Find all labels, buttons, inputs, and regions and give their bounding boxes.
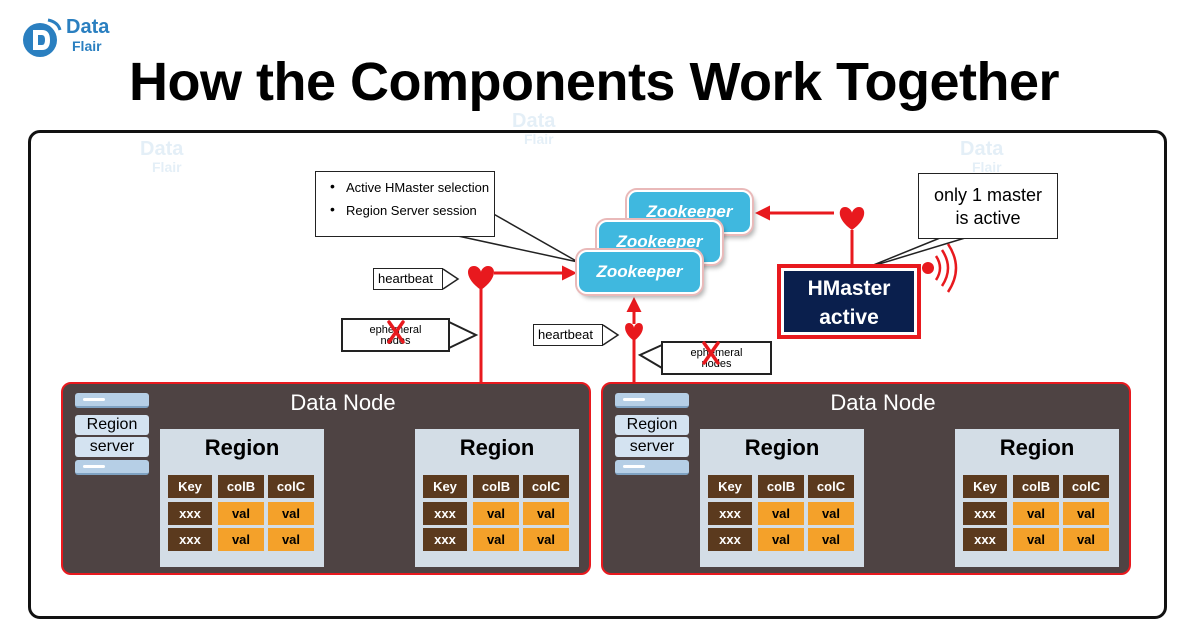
ephemeral-line: nodes	[701, 358, 732, 370]
table-cell: val	[1063, 502, 1109, 525]
table-header-cell: colB	[218, 475, 264, 498]
table-cell: val	[1013, 528, 1059, 551]
table-header-cell: Key	[963, 475, 1007, 498]
diagram-frame	[28, 130, 1167, 619]
ephemeral-line: nodes	[380, 335, 411, 347]
table-header-cell: colB	[473, 475, 519, 498]
table-cell: val	[808, 528, 854, 551]
eph1-pointer	[448, 321, 479, 349]
table-cell: xxx	[963, 502, 1007, 525]
table-cell: val	[268, 502, 314, 525]
table-header-cell: colC	[1063, 475, 1109, 498]
table-cell: xxx	[423, 528, 467, 551]
server-bar	[615, 393, 689, 408]
data-node: Data Node Region server Region Key colB …	[61, 382, 591, 575]
table-cell: val	[268, 528, 314, 551]
heart-icon	[839, 207, 865, 230]
server-bar	[75, 460, 149, 475]
table-header-cell: colC	[523, 475, 569, 498]
cross-icon	[702, 341, 720, 365]
table-cell: val	[473, 528, 519, 551]
table-cell: val	[808, 502, 854, 525]
table-cell: val	[523, 528, 569, 551]
heart-icon	[468, 266, 494, 290]
table-cell: xxx	[168, 528, 212, 551]
table-cell: xxx	[708, 528, 752, 551]
region-table: Region Key colB colC xxx val val xxx val…	[955, 429, 1119, 567]
region-title: Region	[459, 435, 535, 460]
logo-text-flair: Flair	[72, 38, 102, 54]
server-bar	[75, 393, 149, 408]
table-header-cell: Key	[423, 475, 467, 498]
region-server-label: Region	[75, 415, 149, 435]
callout-line: only 1 master	[933, 185, 1043, 205]
region-title: Region	[999, 435, 1075, 460]
region-server-label: server	[75, 437, 149, 457]
heartbeat-tag: heartbeat	[373, 268, 443, 290]
table-cell: xxx	[963, 528, 1007, 551]
zookeeper-node: Zookeeper	[577, 250, 702, 294]
heartbeat-tag: heartbeat	[533, 324, 603, 346]
callout-line: is active	[955, 208, 1021, 228]
region-table: Region Key colB colC xxx val val xxx val…	[415, 429, 579, 567]
hmaster-box: HMaster active	[777, 264, 921, 339]
callout-item: Active HMaster selection	[328, 179, 494, 195]
region-table: Region Key colB colC xxx val val xxx val…	[700, 429, 864, 567]
server-bar	[615, 460, 689, 475]
hmaster-label: HMaster active	[784, 271, 914, 332]
table-cell: val	[473, 502, 519, 525]
tag-hb2-pointer	[602, 324, 620, 346]
table-cell: xxx	[168, 502, 212, 525]
ephemeral-line: ephemeral	[690, 347, 743, 359]
region-title: Region	[744, 435, 820, 460]
table-header-cell: colB	[1013, 475, 1059, 498]
heart-icon	[625, 323, 643, 341]
table-header-cell: colC	[268, 475, 314, 498]
dataflair-logo-icon	[23, 18, 62, 57]
master-active-callout: only 1 master is active	[918, 173, 1058, 239]
table-cell: xxx	[423, 502, 467, 525]
zookeeper-role-callout: Active HMaster selection Region Server s…	[315, 171, 495, 237]
table-cell: val	[1063, 528, 1109, 551]
table-cell: val	[1013, 502, 1059, 525]
logo-text-data: Data	[66, 16, 110, 38]
region-server-label: Region	[615, 415, 689, 435]
data-node: Data Node Region server Region Key colB …	[601, 382, 1131, 575]
tag-hb1-pointer	[442, 268, 460, 290]
table-cell: xxx	[708, 502, 752, 525]
page-title: How the Components Work Together	[128, 52, 1060, 112]
dataflair-logo: Data Flair	[20, 14, 120, 64]
eph2-pointer	[637, 344, 663, 369]
cross-icon	[387, 320, 405, 344]
hmaster-line: active	[819, 306, 879, 329]
table-header-cell: Key	[708, 475, 752, 498]
data-node-title: Data Node	[290, 390, 396, 415]
table-cell: val	[218, 502, 264, 525]
table-cell: val	[758, 502, 804, 525]
region-table: Region Key colB colC xxx val val xxx val…	[160, 429, 324, 567]
signal-waves-icon	[922, 243, 958, 293]
callout-item: Region Server session	[328, 202, 494, 218]
data-node-title: Data Node	[830, 390, 936, 415]
table-header-cell: colC	[808, 475, 854, 498]
table-header-cell: colB	[758, 475, 804, 498]
table-cell: val	[758, 528, 804, 551]
region-server-label: server	[615, 437, 689, 457]
hmaster-line: HMaster	[807, 277, 891, 300]
table-header-cell: Key	[168, 475, 212, 498]
region-title: Region	[204, 435, 280, 460]
table-cell: val	[218, 528, 264, 551]
table-cell: val	[523, 502, 569, 525]
